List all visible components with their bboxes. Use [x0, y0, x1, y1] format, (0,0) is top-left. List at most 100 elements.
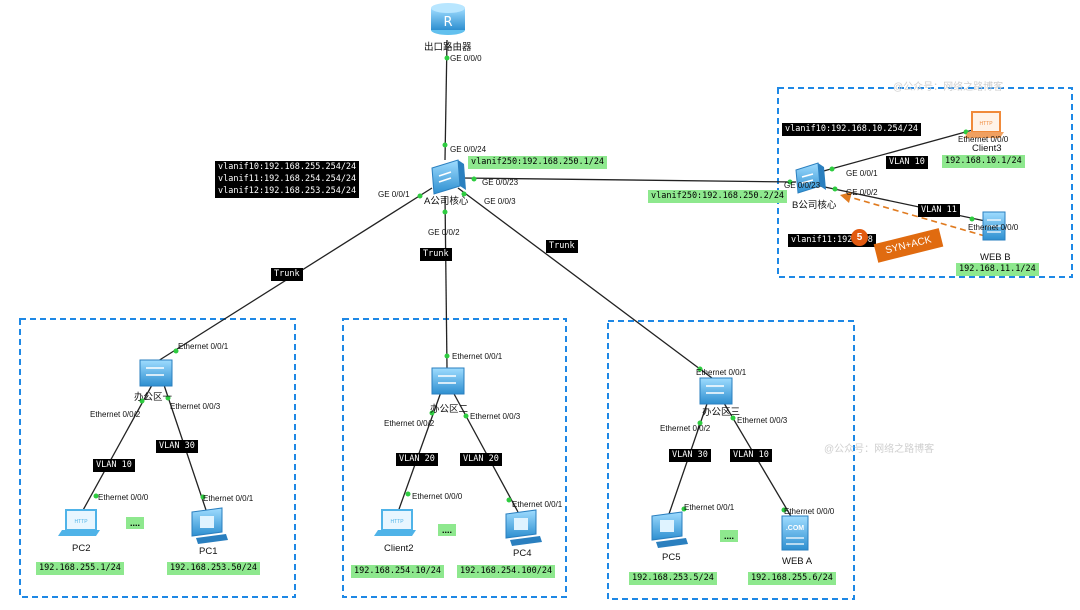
office3-switch-icon[interactable] — [699, 377, 733, 405]
office2-vlan-right: VLAN 20 — [460, 453, 502, 466]
zone-office-1 — [19, 318, 296, 598]
more-devices-office1: .... — [126, 517, 145, 529]
arrow-head — [840, 192, 852, 203]
office1-name: 办公区一 — [134, 392, 173, 403]
more-devices-office2: .... — [438, 524, 457, 536]
zone-office-3 — [607, 320, 855, 600]
more-devices-office3: .... — [720, 530, 739, 542]
pc4-ip: 192.168.254.100/24 — [457, 565, 556, 578]
svg-text:R: R — [443, 15, 452, 30]
client3-ip: 192.168.10.1/24 — [942, 155, 1025, 168]
port-a-g002: GE 0/0/2 — [428, 228, 460, 237]
link-core-a-office3 — [457, 187, 713, 379]
syn-ack-arrow — [845, 195, 986, 237]
core-a-name: A公司核心 — [424, 196, 469, 207]
port-b-g0023: GE 0/0/23 — [784, 181, 821, 190]
client2-name: Client2 — [384, 543, 414, 554]
port-web-a-e000: Ethernet 0/0/0 — [784, 507, 835, 516]
client3-name: Client3 — [972, 143, 1002, 154]
trunk-label-1: Trunk — [271, 268, 303, 281]
port-o1-e003: Ethernet 0/0/3 — [170, 402, 221, 411]
office2-vlan-left: VLAN 20 — [396, 453, 438, 466]
office3-vlan-right: VLAN 10 — [730, 449, 772, 462]
pc5-name: PC5 — [662, 552, 681, 563]
office1-vlan-left: VLAN 10 — [93, 459, 135, 472]
port-pc4-e001: Ethernet 0/0/1 — [512, 500, 563, 509]
office1-vlan-right: VLAN 30 — [156, 440, 198, 453]
port-o3-e002: Ethernet 0/0/2 — [660, 424, 711, 433]
core-switch-a-icon[interactable] — [431, 159, 466, 195]
web-b-ip: 192.168.11.1/24 — [956, 263, 1039, 276]
office2-switch-icon[interactable] — [431, 367, 465, 395]
port-a-g0024: GE 0/0/24 — [450, 145, 487, 154]
step-badge: 5 — [851, 229, 868, 246]
core-a-vlanif10: vlanif10:192.168.255.254/24 — [215, 161, 360, 174]
port-web-b-e000: Ethernet 0/0/0 — [968, 223, 1019, 232]
client2-ip: 192.168.254.10/24 — [351, 565, 444, 578]
pc4-computer-icon[interactable] — [505, 509, 542, 546]
core-b-vlanif250: vlanif250:192.168.250.2/24 — [648, 190, 788, 203]
port-a-g001: GE 0/0/1 — [378, 190, 410, 199]
core-b-vlan11: VLAN 11 — [918, 204, 960, 217]
watermark-top: @公众号：网络之路博客 — [893, 82, 1004, 93]
link-core-b-web-b — [819, 185, 991, 223]
core-switch-b-icon[interactable] — [795, 162, 826, 194]
client2-icon[interactable]: HTTP — [374, 509, 416, 536]
port-b-g001: GE 0/0/1 — [846, 169, 878, 178]
port-a-g003: GE 0/0/3 — [484, 197, 516, 206]
svg-text:HTTP: HTTP — [74, 519, 88, 525]
port-o1-e001: Ethernet 0/0/1 — [178, 342, 229, 351]
core-b-name: B公司核心 — [792, 200, 837, 211]
svg-text:.COM: .COM — [786, 525, 804, 532]
port-o2-e003: Ethernet 0/0/3 — [470, 412, 521, 421]
zone-company-b — [777, 87, 1073, 278]
pc2-name: PC2 — [72, 543, 91, 554]
port-pc1-e001: Ethernet 0/0/1 — [203, 494, 254, 503]
office1-switch-icon[interactable] — [139, 359, 173, 387]
port-o3-e001: Ethernet 0/0/1 — [696, 368, 747, 377]
pc4-name: PC4 — [513, 548, 532, 559]
port-a-g0023: GE 0/0/23 — [482, 178, 519, 187]
office2-name: 办公区二 — [430, 404, 469, 415]
link-office1-pc2 — [81, 384, 153, 513]
port-o2-e002: Ethernet 0/0/2 — [384, 419, 435, 428]
router-name: 出口路由器 — [424, 42, 472, 53]
client3-icon[interactable]: HTTP — [964, 111, 1004, 138]
core-a-vlanif12: vlanif12:192.168.253.254/24 — [215, 185, 360, 198]
web-a-server-icon[interactable]: .COM — [781, 515, 809, 551]
pc1-computer-icon[interactable] — [191, 507, 228, 544]
port-b-g002: GE 0/0/2 — [846, 188, 878, 197]
port-client2-e000: Ethernet 0/0/0 — [412, 492, 463, 501]
port-o2-e001: Ethernet 0/0/1 — [452, 352, 503, 361]
link-core-a-core-b — [461, 177, 797, 183]
trunk-label-3: Trunk — [546, 240, 578, 253]
svg-text:HTTP: HTTP — [979, 121, 993, 127]
port-client3-e000: Ethernet 0/0/0 — [958, 135, 1009, 144]
pc2-ip: 192.168.255.1/24 — [36, 562, 124, 575]
core-b-vlan10: VLAN 10 — [886, 156, 928, 169]
port-o1-e002: Ethernet 0/0/2 — [90, 410, 141, 419]
router-icon[interactable]: R — [431, 3, 465, 35]
link-core-a-office2 — [444, 195, 448, 369]
core-b-vlanif10: vlanif10:192.168.10.254/24 — [782, 123, 922, 136]
port-pc5-e001: Ethernet 0/0/1 — [684, 503, 735, 512]
zone-office-2 — [342, 318, 567, 598]
pc5-computer-icon[interactable] — [651, 511, 688, 548]
port-router-g000: GE 0/0/0 — [450, 54, 482, 63]
office3-name: 办公区三 — [702, 407, 741, 418]
office3-vlan-left: VLAN 30 — [669, 449, 711, 462]
pc2-client-icon[interactable]: HTTP — [58, 509, 100, 536]
trunk-label-2: Trunk — [420, 248, 452, 261]
web-a-ip: 192.168.255.6/24 — [748, 572, 836, 585]
port-pc2-e000: Ethernet 0/0/0 — [98, 493, 149, 502]
web-a-name: WEB A — [782, 556, 813, 567]
web-b-server-icon[interactable] — [982, 211, 1006, 241]
port-o3-e003: Ethernet 0/0/3 — [737, 416, 788, 425]
link-core-b-client3 — [819, 127, 981, 173]
pc5-ip: 192.168.253.5/24 — [629, 572, 717, 585]
watermark-middle: @公众号：网络之路博客 — [824, 444, 935, 455]
pc1-name: PC1 — [199, 546, 218, 557]
core-a-vlanif11: vlanif11:192.168.254.254/24 — [215, 173, 360, 186]
pc1-ip: 192.168.253.50/24 — [167, 562, 260, 575]
